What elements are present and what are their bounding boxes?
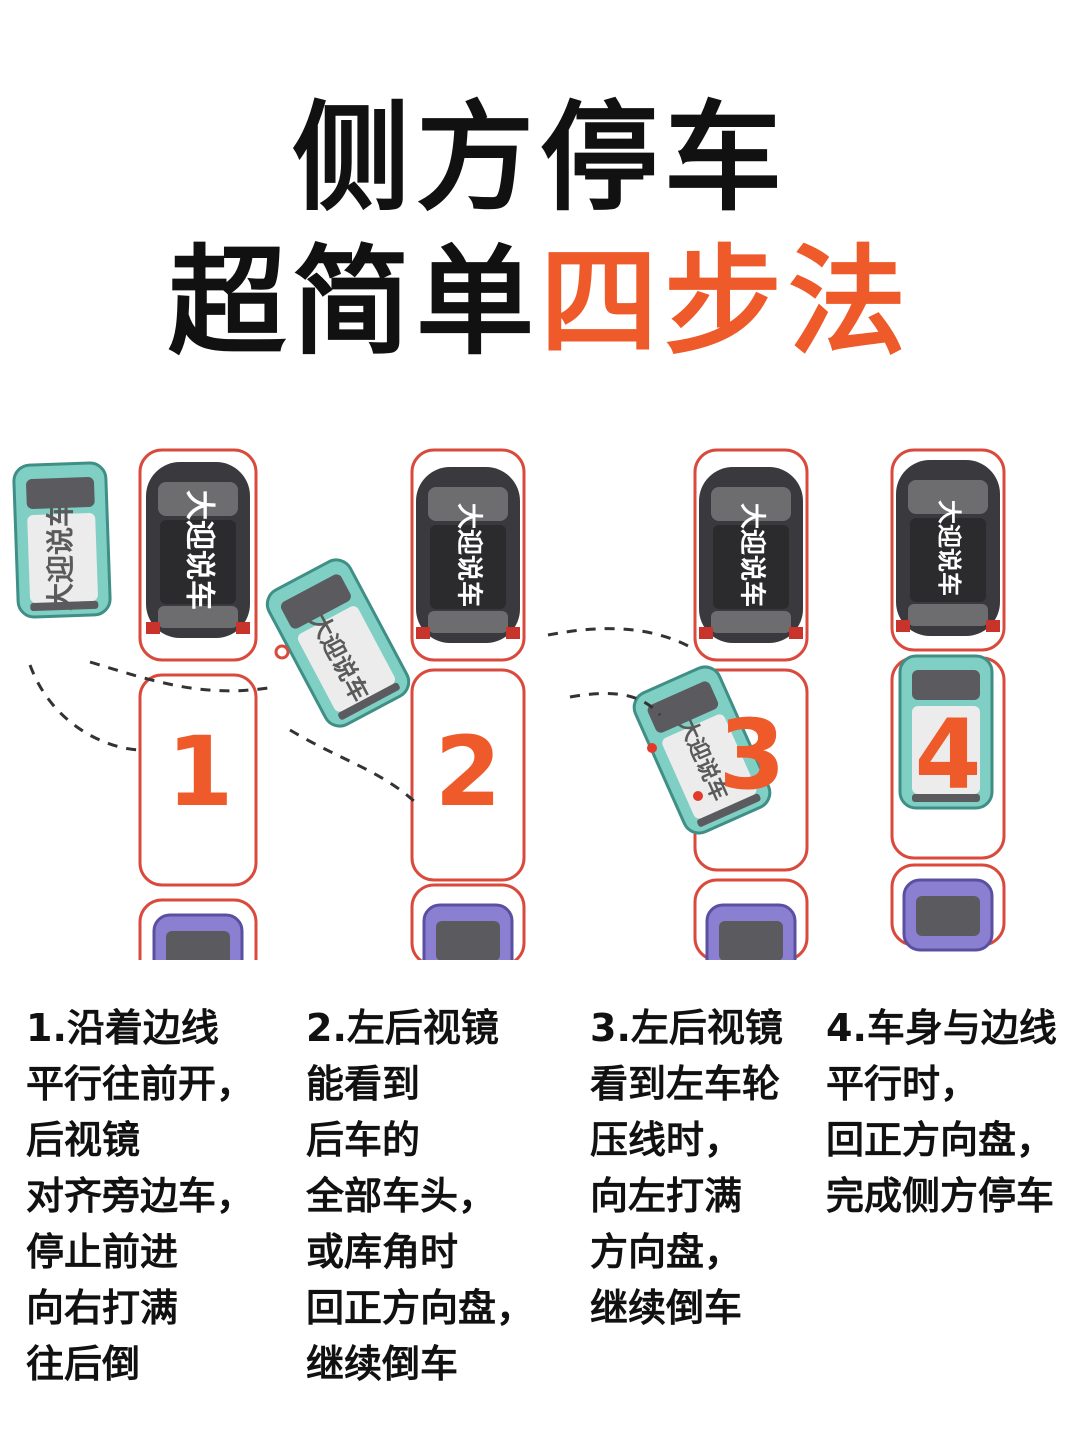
car-label: 大迎说车 bbox=[454, 503, 485, 607]
step-3-text: 3.左后视镜 看到左车轮 压线时， 向左打满 方向盘， 继续倒车 bbox=[590, 1006, 783, 1330]
car-label: 大迎说车 bbox=[737, 503, 768, 607]
step-number-3: 3 bbox=[719, 699, 786, 811]
parking-slot bbox=[410, 448, 526, 662]
trajectory-1 bbox=[28, 664, 141, 752]
parking-slot bbox=[138, 448, 258, 662]
car-label: 大迎说车 bbox=[44, 499, 77, 611]
step-4-text: 4.车身与边线 平行时， 回正方向盘， 完成侧方停车 bbox=[826, 1006, 1057, 1218]
step-number-2: 2 bbox=[435, 716, 502, 828]
marker bbox=[647, 743, 657, 753]
car-label: 大迎说车 bbox=[935, 500, 963, 596]
rear-car bbox=[152, 913, 244, 960]
parking-slot bbox=[693, 448, 809, 662]
marker bbox=[274, 644, 290, 660]
step-number-1: 1 bbox=[167, 716, 234, 828]
title-plain: 超简单 bbox=[167, 233, 540, 371]
rear-car bbox=[902, 878, 994, 952]
parking-slot bbox=[138, 898, 258, 960]
marker bbox=[693, 791, 703, 801]
step-number-4: 4 bbox=[915, 699, 982, 811]
trajectory-3 bbox=[547, 627, 693, 650]
car-label: 大迎说车 bbox=[182, 490, 217, 610]
trajectory-2 bbox=[289, 728, 417, 804]
step-1-text: 1.沿着边线 平行往前开， 后视镜 对齐旁边车， 停止前进 向右打满 往后倒 bbox=[26, 1006, 255, 1386]
parking-slot bbox=[410, 668, 526, 882]
rear-car bbox=[705, 903, 797, 960]
title-accent: 四步法 bbox=[540, 233, 913, 371]
title-line-2: 超简单四步法 bbox=[0, 232, 1080, 372]
parking-slot bbox=[138, 673, 258, 887]
trajectory-1b bbox=[89, 660, 269, 693]
title-line-1: 侧方停车 bbox=[291, 89, 788, 227]
parking-slot bbox=[890, 448, 1006, 652]
parking-slot bbox=[693, 878, 809, 960]
rear-car bbox=[422, 903, 514, 960]
step-2-text: 2.左后视镜 能看到 后车的 全部车头， 或库角时 回正方向盘， 继续倒车 bbox=[306, 1006, 535, 1386]
parking-slot bbox=[410, 883, 526, 960]
